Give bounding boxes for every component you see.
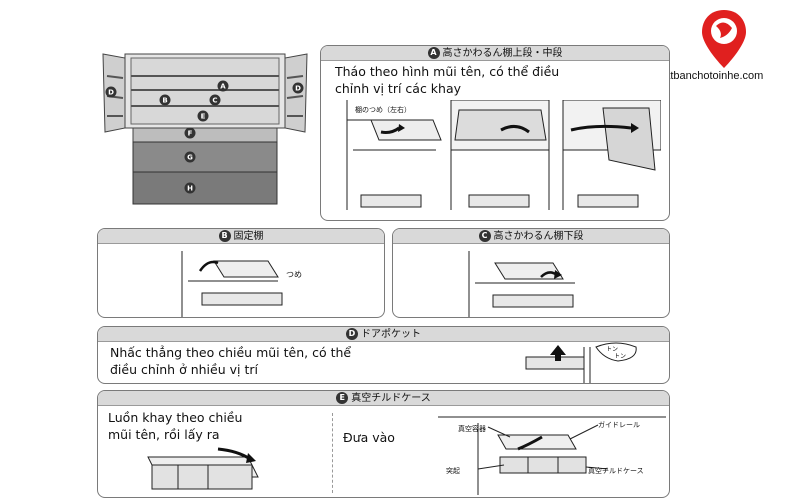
panel-e-left-illustration (147, 447, 259, 490)
panel-d-illustration: トン トン (525, 342, 637, 383)
panel-b-badge: B (218, 230, 231, 242)
panel-b-illustration: つめ (181, 251, 302, 317)
panel-d-text-line-1: Nhấc thẳng theo chiều mũi tên, có thể (110, 345, 352, 360)
fridge-label-h: H (187, 185, 193, 193)
fridge-label-d-right: D (295, 85, 301, 93)
fridge-label-g: G (187, 154, 193, 162)
panel-b-callout: つめ (286, 270, 302, 279)
panel-e-divider (332, 413, 333, 493)
panel-a-title: 高さかわるん棚上段・中段 (442, 48, 563, 59)
panel-d-callout-2: トン (614, 353, 626, 360)
panel-e-callout-rail: ガイドレール (598, 420, 640, 429)
fridge-label-a: A (220, 83, 226, 91)
panel-e-text-line-2: mũi tên, rồi lấy ra (108, 427, 220, 442)
panel-d-title: ドアポケット (361, 329, 421, 340)
panel-d-callout-1: トン (606, 346, 618, 353)
panel-a-text-line-2: chỉnh vị trí các khay (335, 81, 462, 96)
panel-a-callout: 棚のつめ（左右） (355, 105, 411, 114)
panel-e-title: 真空チルドケース (351, 393, 431, 404)
panel-a-illustration: 棚のつめ（左右） (346, 100, 661, 210)
panel-a-badge: A (427, 47, 440, 59)
fridge-label-f: F (188, 130, 193, 138)
fridge-label-b: B (162, 97, 167, 105)
panel-e-text-line-1: Luồn khay theo chiều (108, 410, 243, 425)
site-name: nhatbanchotoinhe.com (652, 70, 764, 82)
panel-e-insert-label: Đưa vào (343, 430, 395, 445)
panel-d-badge: D (346, 328, 358, 340)
site-logo (702, 10, 746, 68)
panel-b-title: 固定棚 (233, 231, 264, 242)
panel-e-badge: E (336, 392, 349, 404)
panel-c-badge: C (478, 230, 491, 242)
panel-d-text: Nhấc thẳng theo chiều mũi tên, có thể đi… (110, 344, 351, 378)
panel-e-callout-bump: 突起 (446, 466, 460, 475)
panel-e-callout-case: 真空チルドケース (588, 466, 644, 475)
panel-a-text: Tháo theo hình mũi tên, có thể điều chỉn… (335, 63, 559, 97)
panel-a-text-line-1: Tháo theo hình mũi tên, có thể điều (335, 64, 560, 79)
fridge-label-e: E (201, 113, 206, 121)
fridge-diagram: A B C D D E F G H (102, 53, 308, 205)
fridge-label-d-left: D (108, 89, 114, 97)
panel-e-callout-vacuum: 真空容器 (458, 424, 486, 433)
panel-d-text-line-2: điều chỉnh ở nhiều vị trí (110, 362, 258, 377)
fridge-label-c: C (212, 97, 217, 105)
panel-e-right-illustration: 真空容器 ガイドレール 突起 真空チルドケース (438, 416, 666, 495)
panel-c-illustration (468, 251, 575, 317)
panel-c-title: 高さかわるん棚下段 (493, 231, 584, 242)
panel-e-text: Luồn khay theo chiều mũi tên, rồi lấy ra (108, 409, 242, 443)
